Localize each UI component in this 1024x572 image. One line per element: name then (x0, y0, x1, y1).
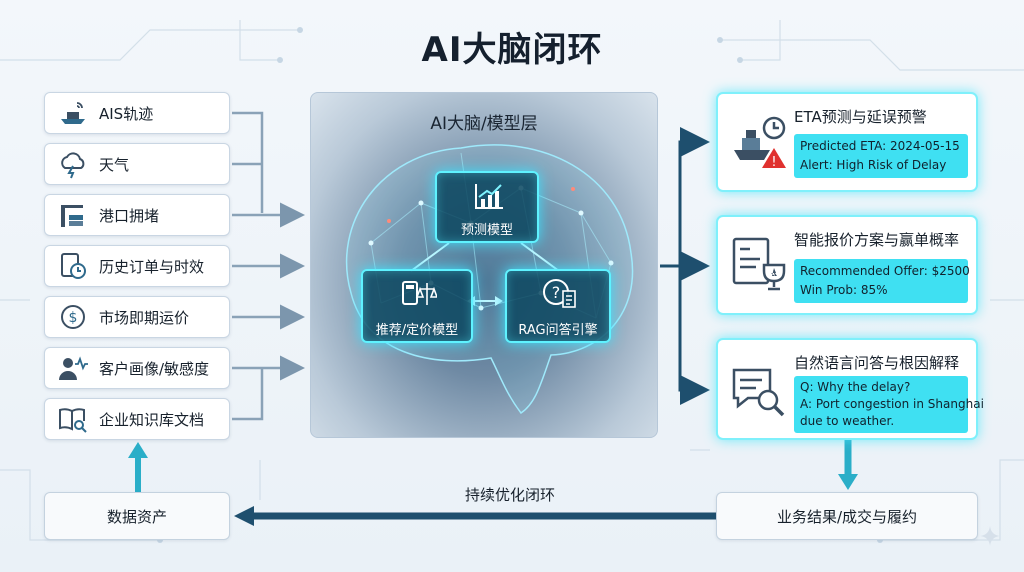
svg-text:?: ? (552, 283, 561, 302)
input-port-congestion: 港口拥堵 (44, 194, 230, 236)
chat-search-icon (732, 368, 785, 417)
ship-alert-icon: ! (734, 116, 786, 170)
brain-panel-title: AI大脑/模型层 (430, 114, 538, 134)
rag-engine-box: ? RAG问答引擎 (505, 269, 611, 343)
brain-network-icon (345, 144, 634, 415)
pricing-model-label: 推荐/定价模型 (375, 323, 459, 338)
data-assets-box: 数据资产 (44, 492, 230, 540)
sparkle-icon (980, 526, 1000, 546)
input-history-orders: 历史订单与时效 (44, 245, 230, 287)
input-label: 港口拥堵 (99, 206, 160, 225)
quote-trophy-icon (732, 237, 786, 291)
output-detail: Q: Why the delay? A: Port congestion in … (794, 376, 984, 433)
input-label: 企业知识库文档 (99, 410, 205, 429)
business-results-box: 业务结果/成交与履约 (716, 492, 978, 540)
diagram-title: AI大脑闭环 (421, 30, 603, 70)
output-line: Win Prob: 85% (800, 283, 888, 297)
output-qa-card: 自然语言问答与根因解释 Q: Why the delay? A: Port co… (716, 338, 984, 440)
customer-pulse-icon (59, 356, 88, 380)
chart-trend-icon (475, 184, 503, 209)
output-detail: Recommended Offer: $2500 Win Prob: 85% (794, 259, 970, 303)
output-eta-card: ! ETA预测与延误预警 Predicted ETA: 2024-05-15 A… (716, 92, 978, 192)
rag-engine-label: RAG问答引擎 (518, 323, 598, 338)
ship-signal-icon (61, 102, 85, 124)
ai-brain-panel: AI大脑/模型层 预测模型 推荐/定价模型 ? RAG问答引擎 (310, 92, 658, 438)
input-label: 市场即期运价 (99, 308, 190, 327)
output-line: Alert: High Risk of Delay (800, 158, 947, 172)
output-line: Recommended Offer: $2500 (800, 264, 970, 278)
input-customer-profile: 客户画像/敏感度 (44, 347, 230, 389)
input-weather: 天气 (44, 143, 230, 185)
book-search-icon (59, 408, 87, 433)
loop-label: 持续优化闭环 (464, 486, 555, 504)
output-line: due to weather. (800, 414, 895, 428)
forecast-model-label: 预测模型 (460, 223, 513, 238)
svg-text:!: ! (771, 155, 776, 170)
input-label: 天气 (99, 155, 130, 174)
output-title: 自然语言问答与根因解释 (794, 354, 960, 372)
output-title: 智能报价方案与赢单概率 (794, 231, 960, 249)
output-line: Predicted ETA: 2024-05-15 (800, 139, 960, 153)
input-spot-rates: $ 市场即期运价 (44, 296, 230, 338)
output-title: ETA预测与延误预警 (794, 108, 927, 126)
input-knowledge-docs: 企业知识库文档 (44, 398, 230, 440)
dollar-cycle-icon: $ (61, 305, 85, 329)
input-ais-track: AIS轨迹 (44, 92, 230, 134)
output-quote-card: 智能报价方案与赢单概率 Recommended Offer: $2500 Win… (716, 215, 978, 315)
output-detail: Predicted ETA: 2024-05-15 Alert: High Ri… (794, 134, 968, 178)
question-document-icon: ? (543, 279, 576, 308)
output-line: Q: Why the delay? (800, 380, 911, 394)
document-clock-icon (61, 253, 86, 279)
svg-text:$: $ (69, 310, 78, 326)
pricing-model-box: 推荐/定价模型 (361, 269, 473, 343)
port-crane-icon (61, 205, 83, 227)
output-line: A: Port congestion in Shanghai (800, 397, 984, 411)
input-label: AIS轨迹 (99, 104, 154, 123)
input-label: 历史订单与时效 (99, 257, 205, 276)
forecast-model-box: 预测模型 (435, 171, 539, 243)
calculator-scale-icon (402, 281, 437, 305)
cloud-lightning-icon (61, 152, 85, 179)
input-label: 客户画像/敏感度 (99, 359, 210, 378)
